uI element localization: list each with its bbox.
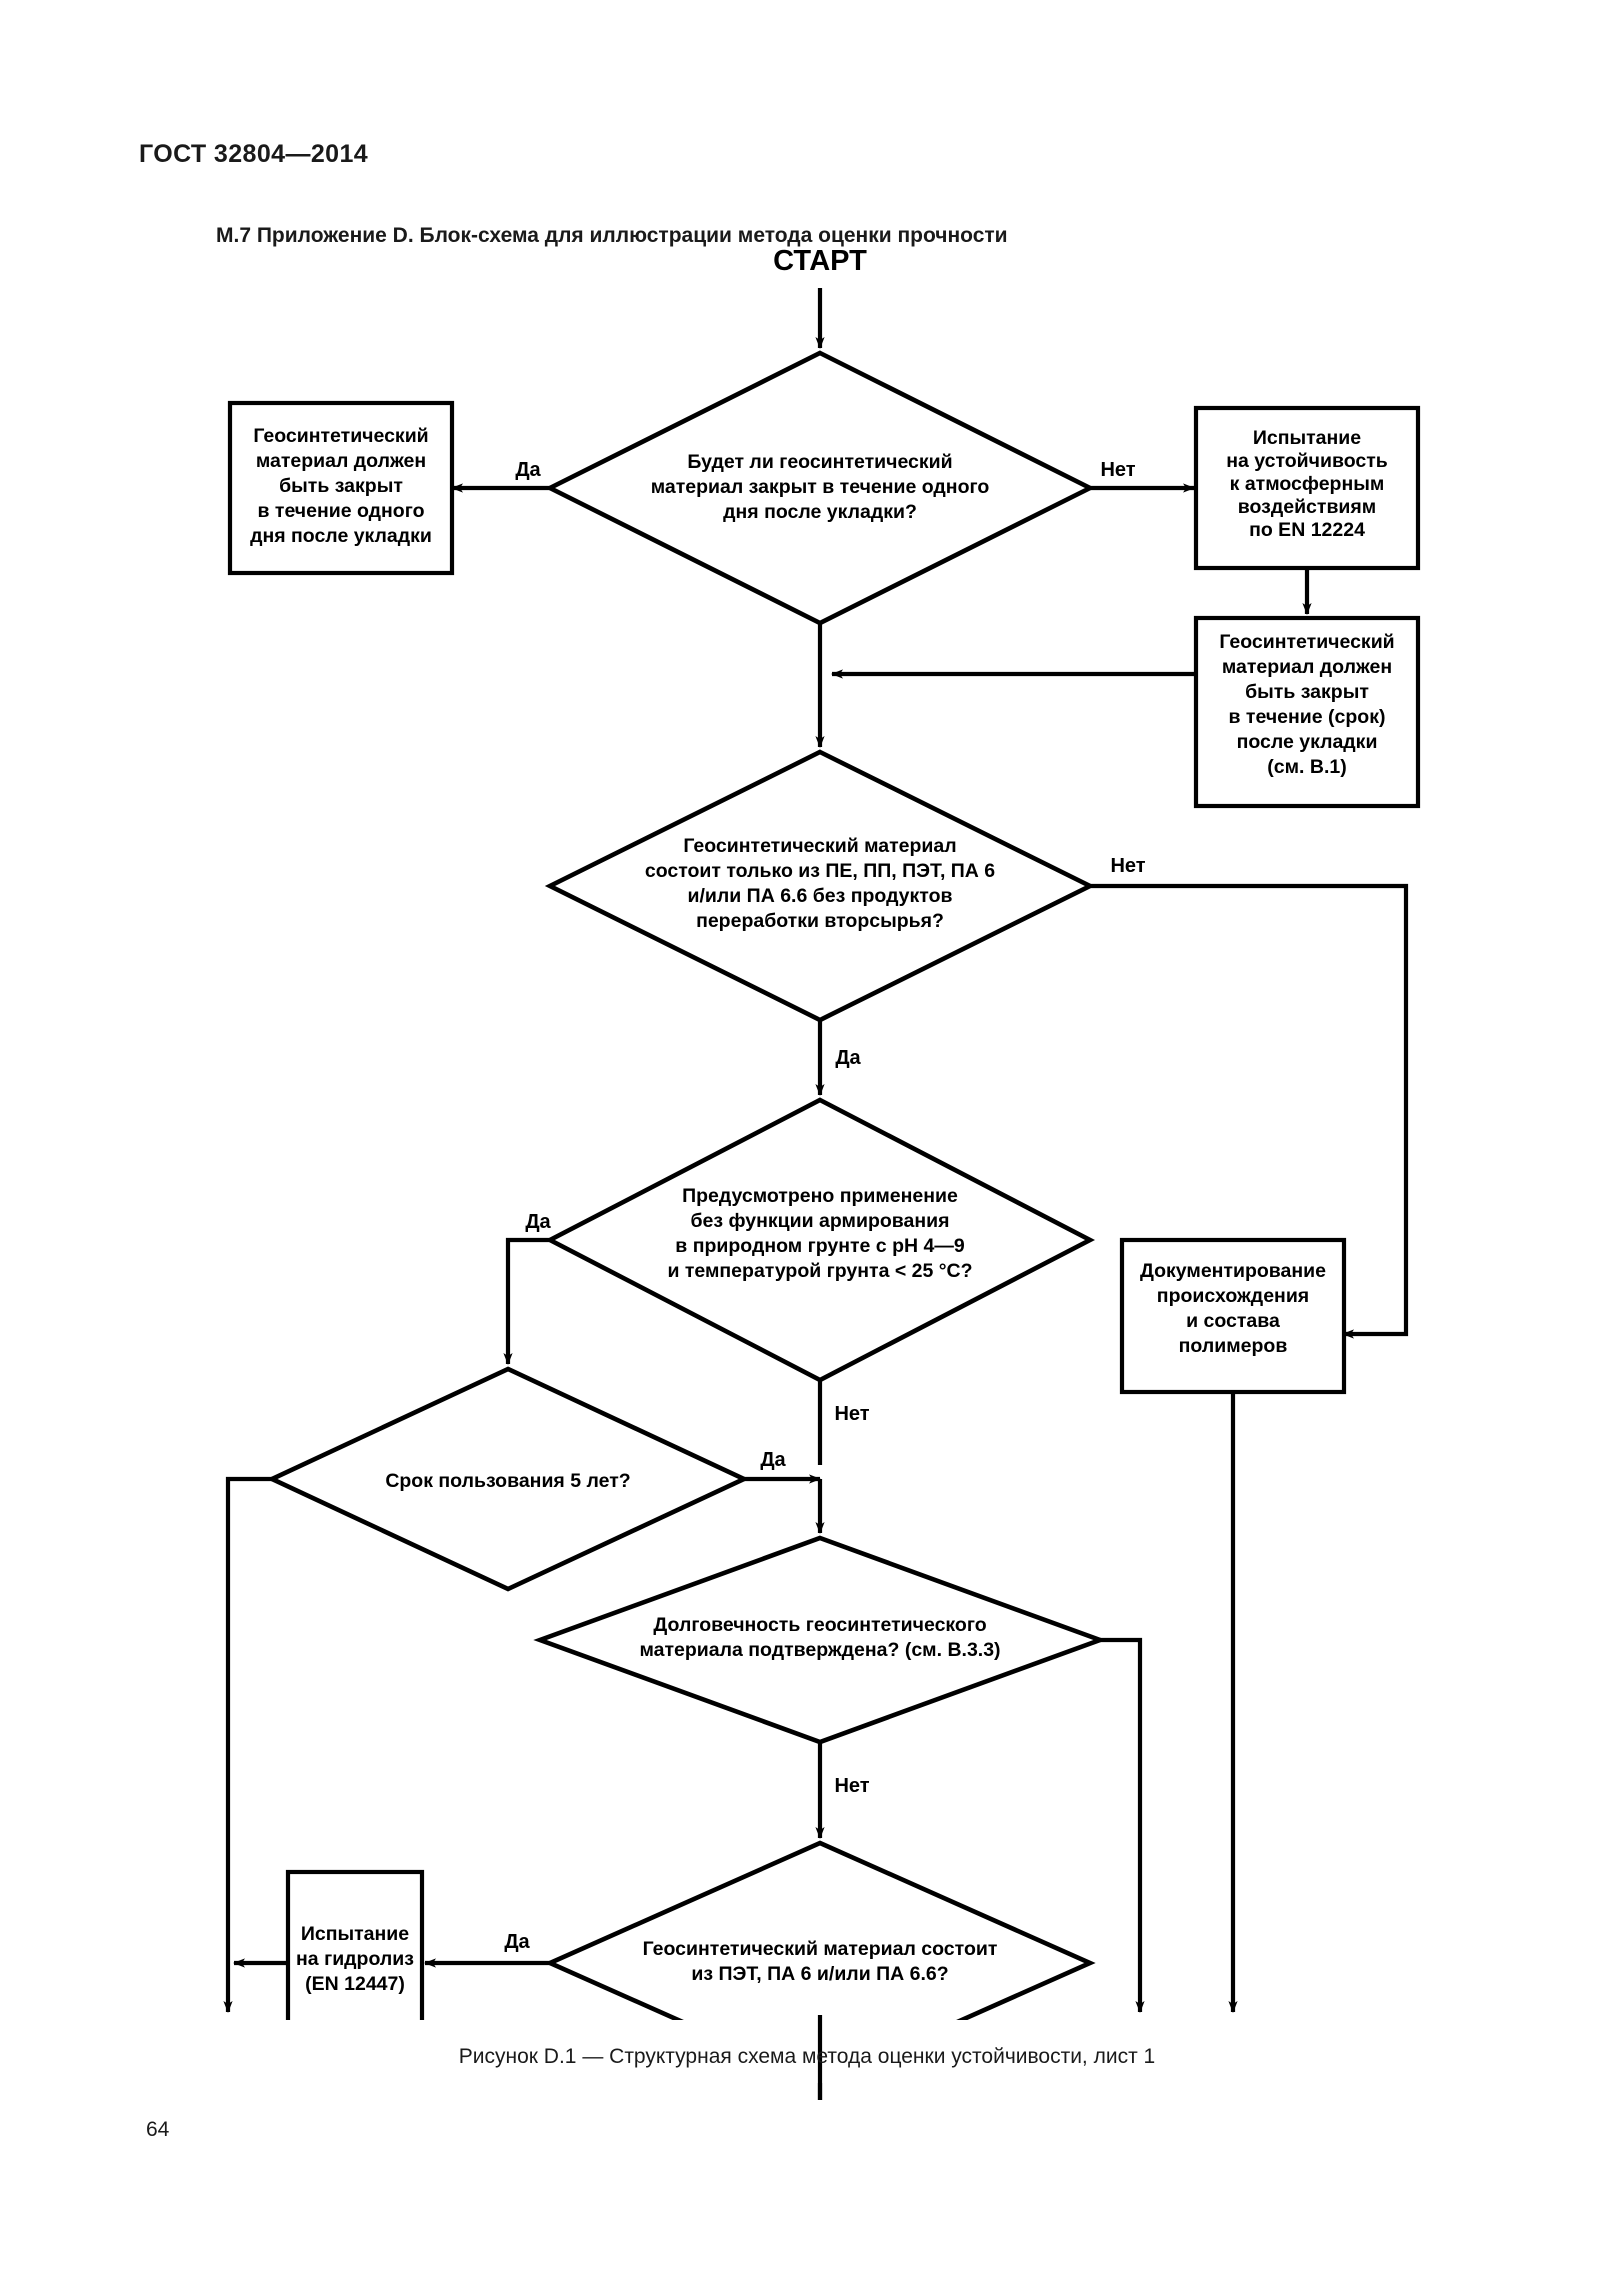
page-number: 64 bbox=[146, 2118, 170, 2141]
connector-d5-yes-down bbox=[1100, 1637, 1143, 1943]
process-left-line5: дня после укладки bbox=[250, 525, 432, 547]
process-right2-line3: быть закрыт bbox=[1245, 681, 1369, 703]
process-doc-line2: происхождения bbox=[1157, 1285, 1309, 1307]
process-right2-line2: материал должен bbox=[1222, 656, 1392, 678]
decision-d3-line3: в природном грунте с pH 4—9 bbox=[675, 1235, 965, 1257]
flowchart-diagram: СТАРТ Будет ли геосинтетический материал… bbox=[223, 245, 1421, 2020]
process-hydro-line3: (EN 12447) bbox=[305, 1973, 405, 1995]
process-documentation-polymers bbox=[1119, 1237, 1347, 1395]
decision-d2-line1: Геосинтетический материал bbox=[683, 835, 956, 857]
connector-d3-yes-to-d4 bbox=[503, 1237, 550, 1365]
process-right2-line5: после укладки bbox=[1237, 731, 1378, 753]
process-doc-line3: и состава bbox=[1186, 1310, 1280, 1332]
edge-label-d2-no: Нет bbox=[1110, 855, 1145, 877]
process-doc-line4: полимеров bbox=[1179, 1335, 1288, 1357]
decision-d1-line3: дня после укладки? bbox=[723, 501, 917, 523]
process-right1-line1: Испытание bbox=[1253, 427, 1361, 449]
decision-d1-line1: Будет ли геосинтетический bbox=[687, 451, 952, 473]
figure-caption: Рисунок D.1 — Структурная схема метода о… bbox=[458, 2045, 1156, 2068]
process-right2-line1: Геосинтетический bbox=[1219, 631, 1394, 653]
decision-d2-line2: состоит только из ПЕ, ПП, ПЭТ, ПА 6 bbox=[645, 860, 995, 882]
decision-d6-line2: из ПЭТ, ПА 6 и/или ПА 6.6? bbox=[691, 1963, 948, 1985]
process-right2-line6: (см. В.1) bbox=[1267, 756, 1346, 778]
process-hydrolysis-test-en12447 bbox=[285, 1869, 425, 2020]
process-right1-line2: на устойчивость bbox=[1226, 450, 1388, 472]
process-left-line2: материал должен bbox=[256, 450, 426, 472]
process-right1-line3: к атмосферным bbox=[1230, 473, 1385, 495]
decision-d4-line1: Срок пользования 5 лет? bbox=[385, 1470, 630, 1492]
start-label: СТАРТ bbox=[773, 245, 867, 277]
process-hydro-line2: на гидролиз bbox=[296, 1948, 414, 1970]
edge-label-d3-yes: Да bbox=[525, 1211, 551, 1233]
decision-d5-line1: Долговечность геосинтетического bbox=[653, 1614, 986, 1636]
decision-d3-line2: без функции армирования bbox=[690, 1210, 949, 1232]
decision-d1-line2: материал закрыт в течение одного bbox=[651, 476, 990, 498]
decision-d2-line4: переработки вторсырья? bbox=[696, 910, 944, 932]
decision-d2-line3: и/или ПА 6.6 без продуктов bbox=[688, 885, 953, 907]
process-left-cover-one-day bbox=[227, 400, 455, 576]
decision-d3-line4: и температурой грунта < 25 °C? bbox=[667, 1260, 972, 1282]
connector-d2-no-to-doc bbox=[1090, 883, 1409, 1339]
edge-label-d1-yes: Да bbox=[515, 459, 541, 481]
edge-label-d3-no: Нет bbox=[834, 1403, 869, 1425]
decision-d4 bbox=[266, 1366, 750, 1592]
process-hydro-line1: Испытание bbox=[301, 1923, 409, 1945]
section-title: М.7 Приложение D. Блок-схема для иллюстр… bbox=[216, 224, 1008, 247]
standard-header: ГОСТ 32804—2014 bbox=[139, 140, 369, 168]
process-left-line3: быть закрыт bbox=[279, 475, 403, 497]
decision-d5-line2: материала подтверждена? (см. В.3.3) bbox=[639, 1639, 1000, 1661]
process-right2-line4: в течение (срок) bbox=[1229, 706, 1386, 728]
process-weather-test-en12224 bbox=[1193, 405, 1421, 571]
decision-d3-line1: Предусмотрено применение bbox=[682, 1185, 958, 1207]
process-doc-line1: Документирование bbox=[1140, 1260, 1326, 1282]
process-right1-line4: воздействиям bbox=[1238, 496, 1376, 518]
process-left-line1: Геосинтетический bbox=[253, 425, 428, 447]
connector-d4-no-down bbox=[225, 1476, 272, 1943]
edge-label-d1-no: Нет bbox=[1100, 459, 1135, 481]
decision-d6 bbox=[544, 1840, 1096, 2020]
process-cover-within-period bbox=[1193, 615, 1421, 809]
edge-label-d4-yes: Да bbox=[760, 1449, 786, 1471]
edge-label-d6-yes: Да bbox=[504, 1931, 530, 1953]
edge-label-d2-yes: Да bbox=[835, 1047, 861, 1069]
process-left-line4: в течение одного bbox=[257, 500, 424, 522]
decision-d6-line1: Геосинтетический материал состоит bbox=[643, 1938, 998, 1960]
edge-label-d5-no: Нет bbox=[834, 1775, 869, 1797]
process-right1-line5: по EN 12224 bbox=[1249, 519, 1365, 541]
